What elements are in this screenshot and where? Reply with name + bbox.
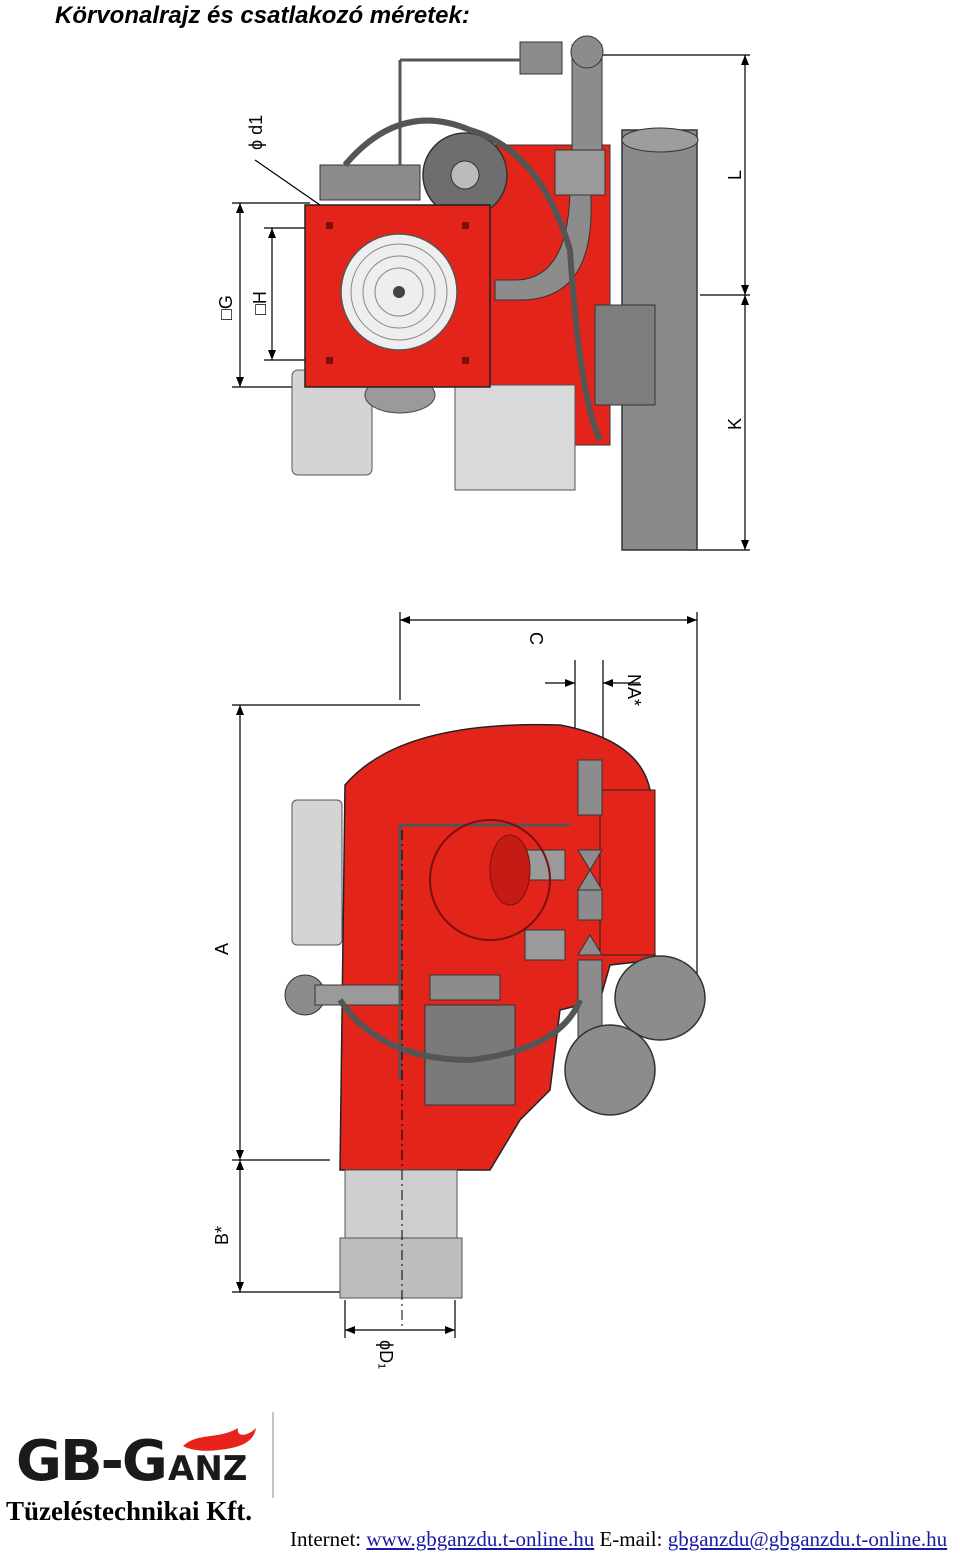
dim-label-b: B* [212, 1226, 232, 1245]
dim-label-c: C [526, 632, 546, 645]
footer-contact: Internet: www.gbganzdu.t-online.hu E-mai… [290, 1527, 947, 1552]
dim-label-h: □H [250, 291, 270, 315]
website-link[interactable]: www.gbganzdu.t-online.hu [366, 1527, 595, 1551]
svg-text:ANZ: ANZ [168, 1449, 247, 1489]
dim-label-k: K [725, 418, 745, 430]
svg-text:GB-G: GB-G [16, 1429, 166, 1494]
page-title: Körvonalrajz és csatlakozó méretek: [55, 2, 470, 29]
dim-label-g: □G [216, 295, 236, 320]
logo-graphic: GB-G ANZ [16, 1412, 274, 1498]
dim-label-d1-tube: ϕD₁ [376, 1340, 396, 1369]
email-label: E-mail: [599, 1527, 663, 1551]
flame-icon [183, 1428, 256, 1451]
top-view [232, 35, 750, 551]
dim-label-a: A [212, 943, 232, 955]
company-name: Tüzeléstechnikai Kft. [6, 1496, 252, 1526]
dim-label-d1: ϕ d1 [246, 115, 266, 150]
internet-label: Internet: [290, 1527, 362, 1551]
email-link[interactable]: gbganzdu@gbganzdu.t-online.hu [667, 1527, 948, 1551]
gb-ganz-logo: GB-G ANZ [8, 1410, 283, 1520]
side-view [232, 612, 706, 1338]
dim-label-l: L [725, 170, 745, 180]
dim-label-na: NA* [624, 674, 644, 706]
